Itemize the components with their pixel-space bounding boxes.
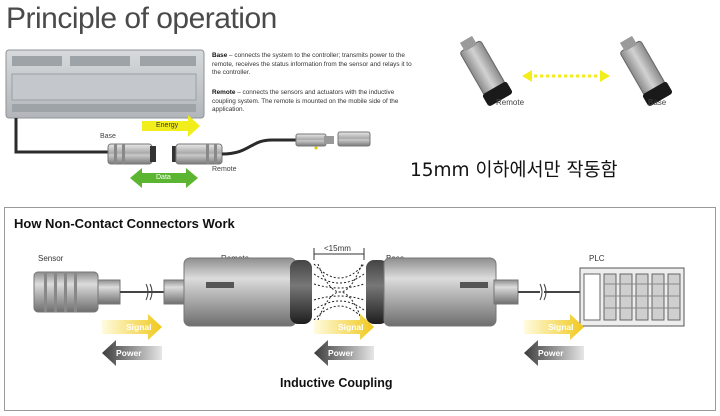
system-illustration (5, 49, 371, 188)
base-unit (366, 257, 580, 327)
signal-arrow-3 (524, 314, 584, 340)
power-label-3: Power (538, 348, 564, 358)
power-arrow-2 (314, 340, 374, 366)
remote-device (459, 35, 513, 106)
gap-dimension (313, 248, 365, 260)
signal-label-3: Signal (548, 322, 574, 332)
photo-remote-label: Remote (496, 98, 525, 107)
korean-note: 15mm 이하에서만 작동함 (410, 160, 618, 181)
page-title: Principle of operation (6, 2, 277, 35)
base-device (619, 35, 673, 106)
gap-label: <15mm (324, 244, 351, 253)
remote-term: Remote (212, 89, 236, 96)
plc-rack (579, 267, 685, 327)
top-remote-label: Remote (212, 166, 237, 173)
remote-connector (172, 143, 223, 165)
signal-label-2: Signal (338, 322, 364, 332)
remote-unit (150, 257, 312, 327)
remote-description: Remote – connects the sensors and actuat… (212, 89, 412, 115)
photo-base-label: Base (648, 98, 667, 107)
inductive-field (313, 263, 365, 321)
base-term: Base (212, 52, 228, 59)
small-sensor (295, 131, 371, 150)
power-label-1: Power (116, 348, 142, 358)
power-label-2: Power (328, 348, 354, 358)
base-description-text: – connects the system to the controller;… (212, 52, 412, 77)
energy-arrow (142, 115, 200, 137)
remote-base-photo (459, 35, 673, 106)
plc-module (5, 49, 205, 119)
dotted-double-arrow (522, 70, 610, 82)
panel-heading: How Non-Contact Connectors Work (14, 216, 235, 231)
energy-label: Energy (156, 122, 179, 129)
data-label: Data (156, 174, 171, 181)
power-arrow-1 (102, 340, 162, 366)
coupling-illustration (33, 248, 685, 366)
remote-description-text: – connects the sensors and actuators wit… (212, 89, 399, 114)
inductive-coupling-caption: Inductive Coupling (280, 376, 393, 390)
base-description: Base – connects the system to the contro… (212, 52, 412, 78)
signal-arrow-1 (102, 314, 162, 340)
power-arrow-3 (524, 340, 584, 366)
signal-arrow-2 (314, 314, 374, 340)
top-base-label: Base (100, 133, 116, 140)
base-connector (107, 143, 156, 165)
signal-label-1: Signal (126, 322, 152, 332)
sensor-label: Sensor (38, 254, 64, 263)
plc-label: PLC (589, 254, 605, 263)
sensor-device (33, 271, 153, 313)
data-arrow (130, 168, 198, 188)
